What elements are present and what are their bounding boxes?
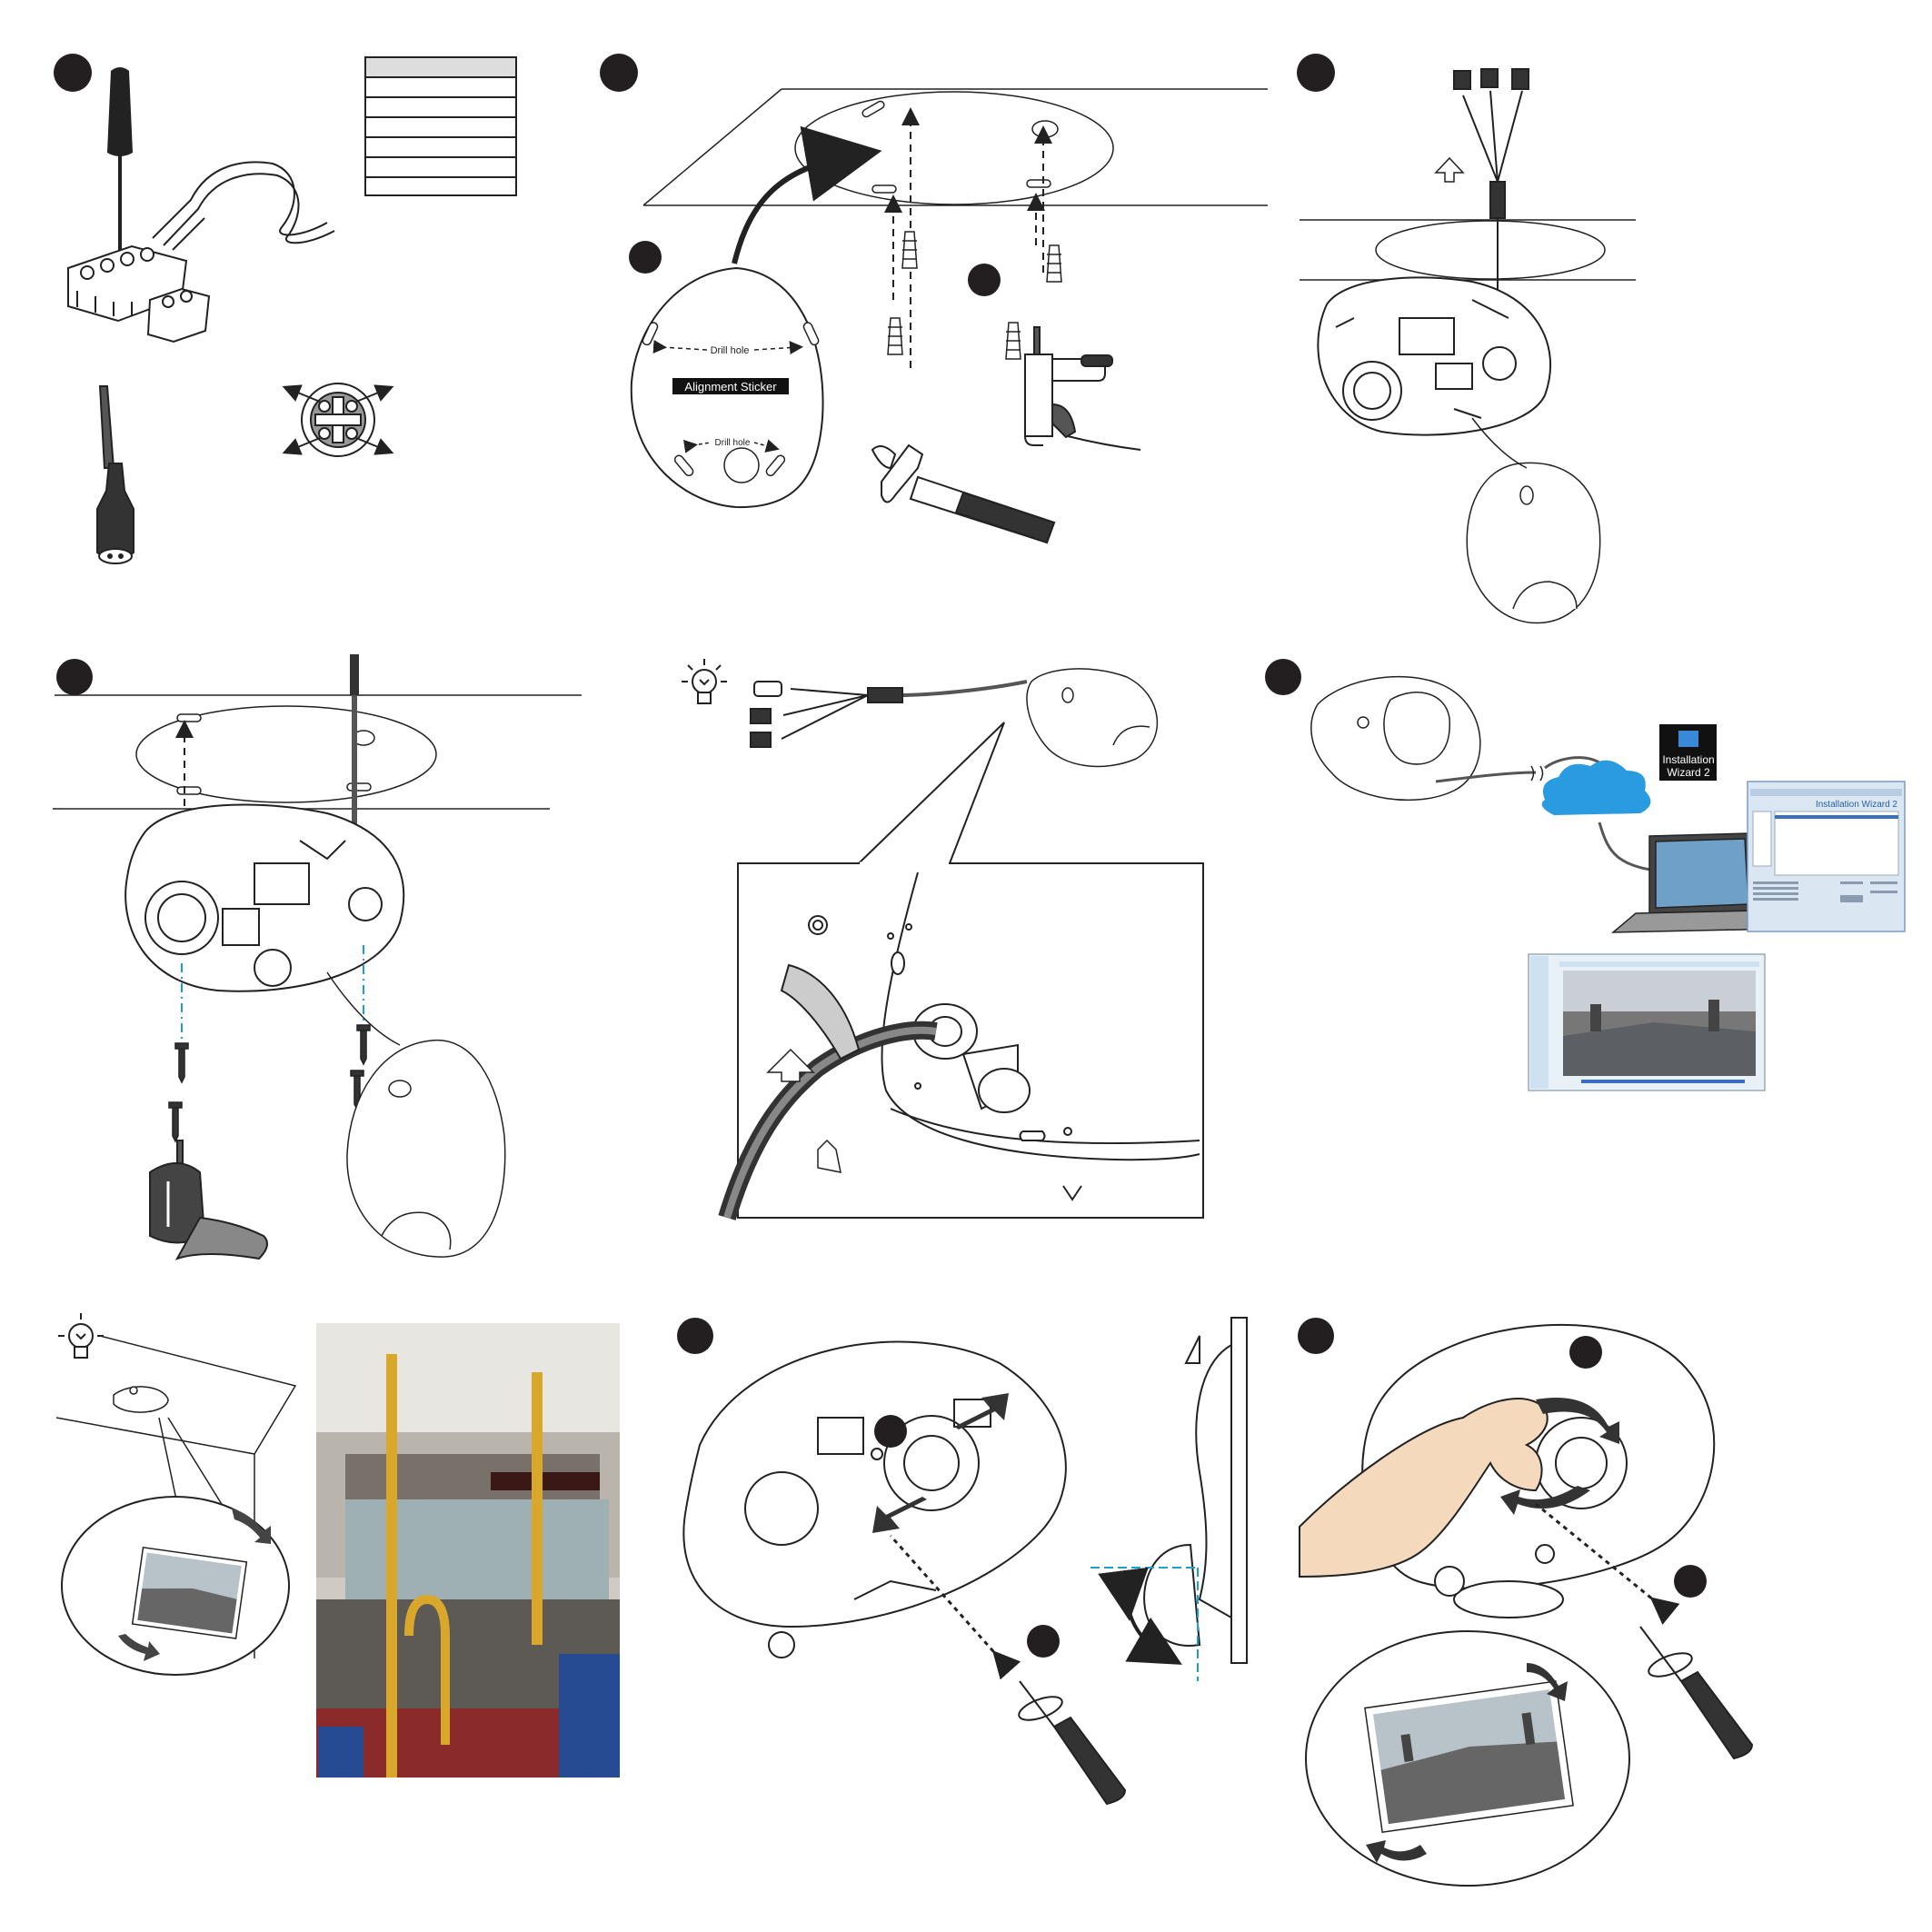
alignment-sticker-label: Alignment Sticker bbox=[684, 380, 777, 393]
wizard-icon-label: Installation bbox=[1662, 753, 1714, 766]
dome-cover bbox=[327, 972, 505, 1257]
sticker-slot bbox=[177, 787, 201, 794]
camera-dome bbox=[1311, 677, 1480, 801]
step7-badge bbox=[677, 1318, 713, 1354]
mini-dome bbox=[114, 1387, 168, 1412]
step2-panel: Drill hole Alignment Sticker Drill hole bbox=[600, 54, 1268, 543]
step1-badge bbox=[54, 54, 92, 92]
camera-base bbox=[125, 804, 403, 991]
screwdriver-icon bbox=[1640, 1627, 1752, 1758]
step7b-badge bbox=[1027, 1625, 1060, 1658]
installation-wizard-icon[interactable]: Installation Wizard 2 bbox=[1659, 724, 1717, 781]
rotated-image bbox=[133, 1548, 247, 1638]
tip1-panel bbox=[682, 659, 1203, 1218]
step8-panel bbox=[1298, 1318, 1752, 1886]
step3-panel bbox=[1297, 54, 1636, 623]
ceiling-sticker bbox=[1376, 221, 1605, 279]
alignment-sticker-card: Drill hole Alignment Sticker Drill hole bbox=[632, 268, 823, 507]
step2b-badge bbox=[968, 264, 1001, 296]
bus-interior-photo bbox=[316, 1323, 620, 1778]
drill-hole-bottom-label: Drill hole bbox=[715, 438, 751, 448]
bulb-tip-icon bbox=[58, 1313, 104, 1358]
screwdriver-icon bbox=[1016, 1681, 1125, 1804]
up-arrow-icon bbox=[1436, 158, 1463, 182]
connector-pinout-icon bbox=[289, 383, 387, 456]
step8-badge bbox=[1298, 1318, 1334, 1354]
drill-hole-top-label: Drill hole bbox=[711, 345, 750, 356]
cloud-icon bbox=[1542, 761, 1651, 815]
step6-badge bbox=[1265, 659, 1301, 695]
terminal-block-icon bbox=[68, 246, 209, 342]
power-drill-icon bbox=[1025, 327, 1140, 450]
step8a-badge bbox=[1569, 1336, 1602, 1369]
spec-table bbox=[365, 57, 516, 195]
camera-dome bbox=[1027, 669, 1157, 766]
wire-icon bbox=[153, 162, 334, 250]
step3-badge bbox=[1297, 54, 1335, 92]
camera-base bbox=[683, 1342, 1066, 1658]
step4-panel bbox=[53, 654, 582, 1259]
bulb-tip-icon bbox=[682, 659, 727, 703]
hammer-icon bbox=[872, 445, 1054, 543]
step2a-badge bbox=[629, 241, 662, 274]
electric-screwdriver-icon bbox=[150, 1140, 267, 1259]
step4-badge bbox=[56, 659, 93, 695]
browser-window bbox=[1529, 954, 1765, 1090]
rotated-image bbox=[1365, 1681, 1573, 1832]
cable-bundle-icon bbox=[751, 682, 1027, 747]
m12-cable-icon bbox=[97, 386, 134, 563]
sticker-slot bbox=[347, 783, 371, 791]
step7-panel bbox=[677, 1318, 1247, 1804]
dome-cover bbox=[1467, 418, 1599, 623]
wizard-window-title: Installation Wizard 2 bbox=[1816, 800, 1897, 810]
screw-icon bbox=[169, 1025, 370, 1141]
sticker-slot bbox=[177, 714, 201, 722]
screwdriver-icon bbox=[107, 67, 133, 262]
step1-panel bbox=[54, 54, 516, 563]
cable-plug bbox=[350, 654, 359, 695]
step6-panel: Installation Wizard 2 Installation Wizar… bbox=[1265, 659, 1905, 1090]
wizard-icon-label-line2: Wizard 2 bbox=[1667, 766, 1710, 779]
tip2-panel bbox=[56, 1313, 620, 1778]
camera-side-profile bbox=[1144, 1318, 1247, 1663]
wizard-window: Installation Wizard 2 bbox=[1748, 782, 1905, 931]
camera-base bbox=[1318, 277, 1550, 434]
step2-badge bbox=[600, 54, 638, 92]
ceiling-sticker bbox=[795, 92, 1113, 204]
step7a-badge bbox=[874, 1415, 907, 1448]
callout-pointer bbox=[859, 722, 1004, 863]
step8b-badge bbox=[1674, 1565, 1707, 1598]
